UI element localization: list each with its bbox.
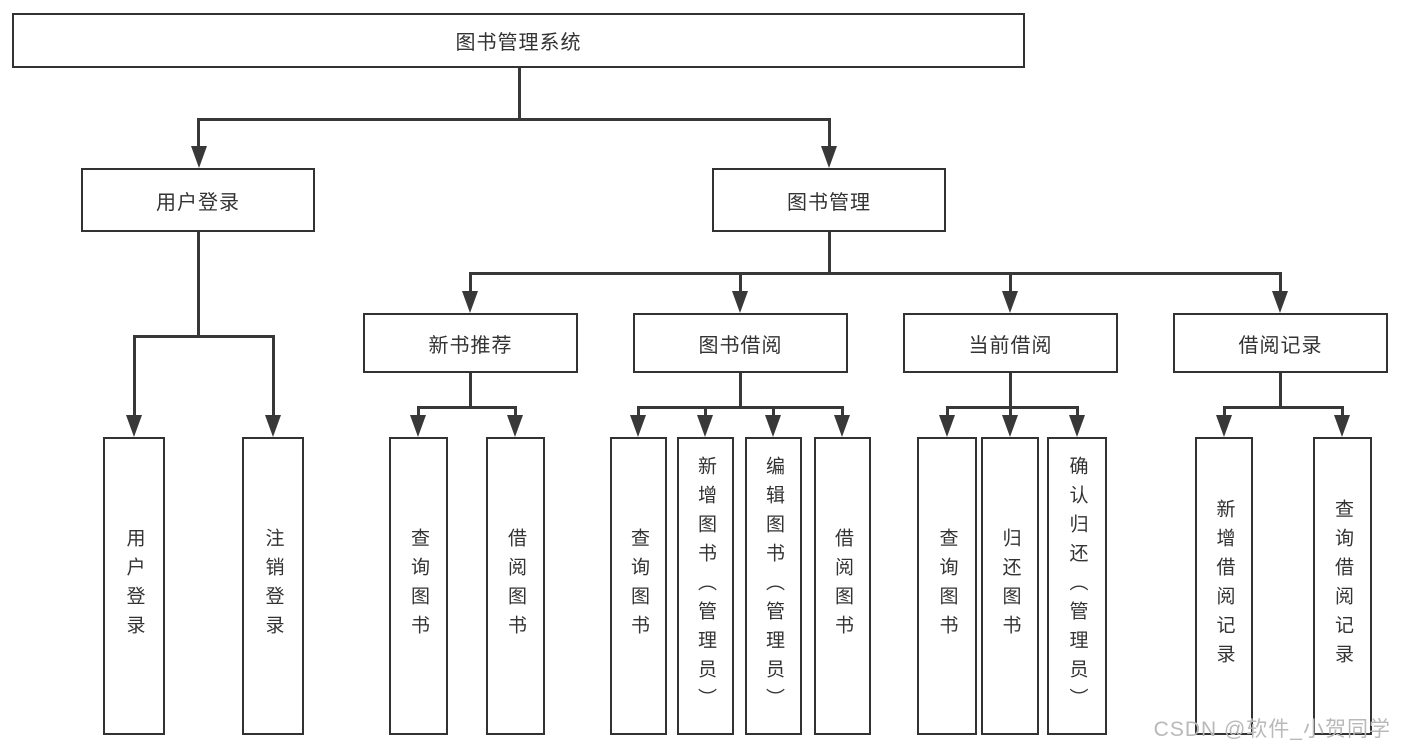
connector-newbook-child1-line [417,406,420,417]
node-book-borrow: 图书借阅 [633,313,848,373]
node-current-borrow-label: 当前借阅 [968,334,1053,357]
connector-newbook-bar [418,406,516,409]
arrow-down-icon [1002,415,1018,437]
connector-records-stem [1279,373,1282,406]
arrow-down-icon [765,415,781,437]
leaf-borrow-edit-admin-label: 编辑图书（管理员） [763,455,784,717]
connector-current-child2-line [1009,406,1012,417]
connector-mgmt-child2-line [739,272,742,292]
arrow-down-icon [126,415,142,437]
connector-mgmt-child3-line [1009,272,1012,292]
arrow-down-icon [265,415,281,437]
connector-login-child1-line [133,335,136,415]
connector-login-child2-line [272,335,275,415]
node-current-borrow: 当前借阅 [903,313,1118,373]
node-root-label: 图书管理系统 [455,32,582,54]
connector-mgmt-child1-line [469,272,472,292]
arrow-down-icon [939,415,955,437]
connector-newbook-child2-line [514,406,517,417]
leaf-borrow-add-admin: 新增图书（管理员） [677,437,734,735]
arrow-down-icon [462,291,478,313]
connector-records-child2-line [1341,406,1344,417]
leaf-borrow-query: 查询图书 [610,437,667,735]
connector-login-stem [197,232,200,335]
leaf-records-add: 新增借阅记录 [1195,437,1253,735]
leaf-borrow-query-label: 查询图书 [628,528,649,644]
node-root: 图书管理系统 [12,13,1025,68]
connector-borrow-bar [638,406,843,409]
arrow-down-icon [1069,415,1085,437]
leaf-current-query-label: 查询图书 [936,528,958,644]
leaf-records-query: 查询借阅记录 [1313,437,1372,735]
connector-current-child1-line [946,406,949,417]
leaf-newbook-borrow: 借阅图书 [486,437,545,735]
node-book-management-label: 图书管理 [787,191,871,214]
connector-current-stem [1009,373,1012,406]
leaf-borrow-edit-admin: 编辑图书（管理员） [745,437,802,735]
leaf-borrow-add-admin-label: 新增图书（管理员） [695,455,716,717]
csdn-watermark: CSDN @软件_小贺同学 [1153,718,1391,741]
leaf-user-login: 用户登录 [103,437,165,735]
connector-root-stem [518,68,521,118]
leaf-newbook-borrow-label: 借阅图书 [505,528,526,644]
arrow-down-icon [732,291,748,313]
connector-mgmt-stem [828,232,831,272]
node-new-book-recommend: 新书推荐 [363,313,578,373]
arrow-down-icon [1272,291,1288,313]
connector-borrow-child4-line [841,406,844,417]
arrow-down-icon [630,415,646,437]
leaf-newbook-query-label: 查询图书 [408,528,429,644]
leaf-current-return: 归还图书 [981,437,1039,735]
connector-root-bar [198,118,831,121]
arrow-down-icon [507,415,523,437]
arrow-down-icon [191,146,207,168]
node-user-login: 用户登录 [81,168,315,232]
leaf-user-login-label: 用户登录 [123,528,145,644]
arrow-down-icon [410,415,426,437]
arrow-down-icon [697,415,713,437]
connector-borrow-stem [739,373,742,406]
connector-records-child1-line [1223,406,1226,417]
node-book-management: 图书管理 [712,168,946,232]
connector-borrow-child1-line [637,406,640,417]
leaf-current-confirm-admin-label: 确认归还（管理员） [1066,455,1088,717]
arrow-down-icon [821,146,837,168]
connector-current-child3-line [1076,406,1079,417]
leaf-records-query-label: 查询借阅记录 [1332,499,1353,673]
arrow-down-icon [1334,415,1350,437]
leaf-newbook-query: 查询图书 [389,437,448,735]
leaf-logout: 注销登录 [242,437,304,735]
connector-root-to-mgmt-line [828,118,831,148]
connector-borrow-child2-line [704,406,707,417]
connector-current-bar [946,406,1078,409]
connector-login-bar [133,335,274,338]
node-book-borrow-label: 图书借阅 [698,334,783,357]
connector-borrow-child3-line [772,406,775,417]
leaf-current-query: 查询图书 [917,437,977,735]
arrow-down-icon [1216,415,1232,437]
leaf-current-confirm-admin: 确认归还（管理员） [1047,437,1107,735]
node-borrow-records-label: 借阅记录 [1238,334,1323,357]
arrow-down-icon [834,415,850,437]
leaf-borrow-book-label: 借阅图书 [832,528,853,644]
leaf-borrow-book: 借阅图书 [814,437,871,735]
leaf-records-add-label: 新增借阅记录 [1213,499,1235,673]
connector-root-to-login-line [197,118,200,148]
connector-newbook-stem [469,373,472,406]
connector-records-bar [1223,406,1343,409]
leaf-current-return-label: 归还图书 [999,528,1021,644]
connector-mgmt-bar [470,272,1281,275]
connector-mgmt-child4-line [1279,272,1282,292]
node-user-login-label: 用户登录 [156,191,240,214]
leaf-logout-label: 注销登录 [262,528,284,644]
node-borrow-records: 借阅记录 [1173,313,1388,373]
arrow-down-icon [1002,291,1018,313]
node-new-book-recommend-label: 新书推荐 [428,334,513,357]
